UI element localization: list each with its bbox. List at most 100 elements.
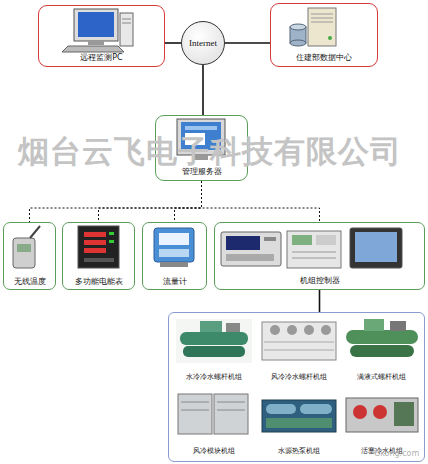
chiller-images-part <box>266 404 296 414</box>
chiller-images-part <box>266 418 332 428</box>
server-icon <box>290 8 336 46</box>
flowmeter-icon-part <box>154 228 194 262</box>
pc-icon-part <box>62 46 124 52</box>
watermark: 烟台云飞电子科技有限公司 <box>18 131 402 173</box>
chiller-images-part <box>214 394 248 434</box>
pc-icon-part <box>88 41 104 45</box>
flowmeter-icon-part <box>159 249 189 257</box>
chiller-images <box>176 319 418 434</box>
connector <box>202 181 320 222</box>
controller-box: 机组控制器 <box>214 222 425 290</box>
endpoint-box: 远程监测PC <box>38 5 165 67</box>
chiller-images-part <box>176 319 252 363</box>
endpoint-box: 住建部数据中心 <box>270 3 378 67</box>
sensor-icon-part <box>30 226 40 238</box>
pc-icon-part <box>120 13 133 46</box>
unit-item: 满液式螺杆机组 <box>340 315 423 385</box>
connector <box>165 42 181 44</box>
connector <box>175 181 202 222</box>
controller-icons-part <box>292 235 312 245</box>
chiller-images-part <box>346 398 418 432</box>
controller-icons-part <box>226 236 260 250</box>
chiller-images-part <box>178 394 212 434</box>
pc-icon-part <box>78 12 114 37</box>
controller-icons-part <box>226 254 274 261</box>
meter-icon-part <box>84 248 106 253</box>
flowmeter-icon-part <box>159 233 189 245</box>
pc-icon-part <box>122 19 131 20</box>
node-text: 流量计 <box>163 277 187 286</box>
meter-icon-part <box>84 258 114 262</box>
connector <box>202 65 204 115</box>
pc-icon-part <box>122 23 131 24</box>
chiller-images-part <box>394 402 414 426</box>
controller-icons-part <box>292 252 336 253</box>
watermark: Gkong.com <box>374 449 419 458</box>
chiller-images-part <box>181 402 209 403</box>
chiller-images-part <box>350 345 414 357</box>
chiller-images-part <box>300 404 332 414</box>
chiller-images-part <box>321 325 331 335</box>
pc-icon-part <box>74 9 118 41</box>
node-text: 远程监测PC <box>80 53 122 63</box>
chiller-images-part <box>262 400 336 432</box>
server-icon-part <box>328 36 332 40</box>
node-text: Internet <box>189 38 217 49</box>
unit-item: 水冷冷水螺杆机组 <box>171 315 256 385</box>
unit-item: 水源热泵机组 <box>256 387 341 459</box>
node-text: 满液式螺杆机组 <box>357 374 406 382</box>
chiller-images-part <box>287 325 297 335</box>
meter-icon-part <box>109 232 114 235</box>
chiller-images-part <box>346 330 418 344</box>
chiller-images-part <box>200 321 222 332</box>
chiller-images-part <box>180 332 248 345</box>
connector <box>99 181 202 222</box>
chiller-images-part <box>181 410 209 411</box>
controller-icons-part <box>221 232 281 266</box>
sensor-icon <box>13 226 40 268</box>
device-box: 无线温度 <box>3 222 56 290</box>
monitor-icon-part <box>185 126 217 130</box>
pc-icon <box>62 9 133 52</box>
controller-icons-part <box>355 232 397 262</box>
chiller-images-part <box>364 319 384 331</box>
chiller-images-part <box>373 405 387 419</box>
unit-group: 水冷冷水螺杆机组 风冷冷水螺杆机组 满液式螺杆机组风冷模块机组 水源热泵机组 活塞冷水机… <box>168 312 425 462</box>
meter-icon-part <box>78 226 119 268</box>
meter-icon-part <box>84 232 106 237</box>
sensor-icon-part <box>17 244 31 252</box>
node-text: 水冷冷水螺杆机组 <box>186 374 242 382</box>
connector <box>319 290 321 312</box>
chiller-images-part <box>390 321 406 331</box>
chiller-images-part <box>264 342 334 343</box>
server-icon-part <box>311 18 333 19</box>
controller-icons-part <box>316 235 336 245</box>
internet-circle: Internet <box>181 21 225 65</box>
chiller-images-part <box>270 325 280 335</box>
connector <box>225 42 270 44</box>
flowmeter-icon <box>154 228 194 267</box>
node-text: 风冷冷水螺杆机组 <box>271 374 327 382</box>
connector <box>30 181 202 222</box>
unit-item: 活塞冷水机组 <box>340 387 423 459</box>
server-icon-part <box>308 8 336 46</box>
node-text: 机组控制器 <box>300 276 340 286</box>
controller-icons-part <box>264 237 276 241</box>
controller-icons-part <box>287 231 341 268</box>
node-text: 水源热泵机组 <box>278 448 320 456</box>
chiller-images-part <box>217 410 245 411</box>
meter-icon-part <box>84 240 106 245</box>
meter-icon-part <box>109 240 114 243</box>
server-icon-part <box>290 40 306 46</box>
node-text: 多功能电能表 <box>75 277 123 286</box>
controller-icons-part <box>292 258 336 259</box>
meter-icon <box>78 226 119 268</box>
node-text: 风冷模块机组 <box>193 448 235 456</box>
chiller-images-part <box>353 405 367 419</box>
node-text: 住建部数据中心 <box>296 53 352 63</box>
chiller-images-part <box>304 325 314 335</box>
chiller-images-part <box>183 346 245 357</box>
chiller-images-part <box>262 322 336 360</box>
unit-item: 风冷冷水螺杆机组 <box>256 315 341 385</box>
